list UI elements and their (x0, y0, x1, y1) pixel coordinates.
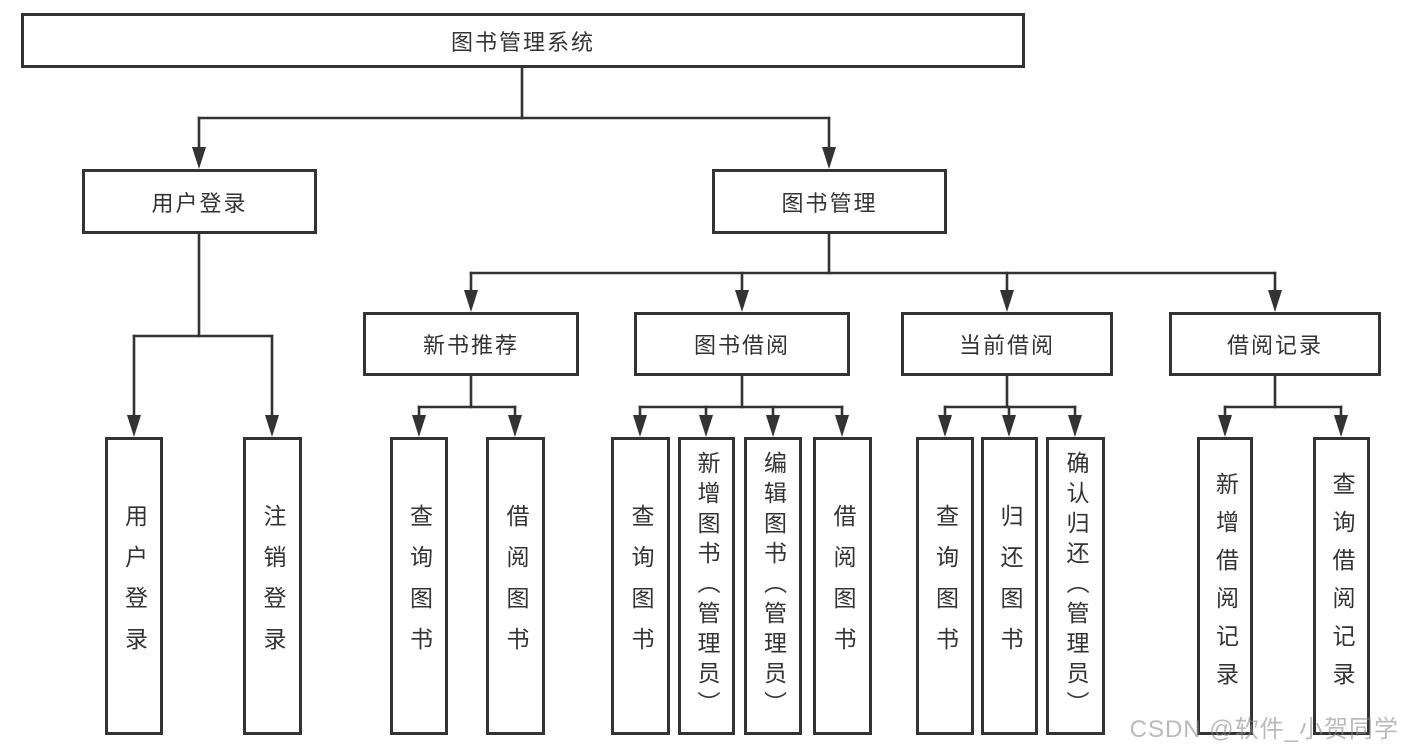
node-new-book-recommend-label: 新书推荐 (422, 333, 519, 358)
arrowhead-icon (1002, 415, 1016, 437)
node-book-borrow: 图书借阅 (634, 312, 850, 376)
node-leaf-confirm-return-admin-label: 确认归还（管理员） (1063, 451, 1089, 721)
connector-borrow-records-children (1218, 374, 1348, 437)
node-leaf-add-borrow-record: 新增借阅记录 (1197, 437, 1253, 735)
node-user-login: 用户登录 (82, 169, 317, 234)
arrowhead-icon (699, 415, 713, 437)
node-root: 图书管理系统 (21, 13, 1025, 68)
connector-book-management-children (464, 232, 1282, 312)
node-current-borrow-label: 当前借阅 (958, 333, 1055, 358)
node-leaf-return-book-label: 归还图书 (997, 504, 1023, 668)
node-leaf-add-borrow-record-label: 新增借阅记录 (1212, 472, 1239, 700)
connector-root-split (192, 66, 836, 169)
arrowhead-icon (1268, 290, 1282, 312)
connector-current-borrow-children (938, 374, 1082, 437)
node-leaf-logout: 注销登录 (243, 437, 302, 735)
arrowhead-icon (192, 147, 206, 169)
arrowhead-icon (464, 290, 478, 312)
arrowhead-icon (822, 147, 836, 169)
node-leaf-user-login: 用户登录 (105, 437, 163, 735)
node-leaf-query-borrow-record: 查询借阅记录 (1313, 437, 1370, 735)
node-user-login-label: 用户登录 (151, 190, 248, 216)
arrowhead-icon (127, 415, 141, 437)
arrowhead-icon (766, 415, 780, 437)
arrowhead-icon (1068, 415, 1082, 437)
node-leaf-query-books-current: 查询图书 (916, 437, 974, 735)
node-leaf-logout-label: 注销登录 (260, 504, 286, 668)
arrowhead-icon (412, 415, 426, 437)
csdn-watermark: CSDN @软件_小贺同学 (1129, 716, 1399, 743)
arrowhead-icon (735, 290, 749, 312)
node-leaf-return-book: 归还图书 (981, 437, 1038, 735)
arrowhead-icon (938, 415, 952, 437)
node-leaf-borrow-books-recommend: 借阅图书 (486, 437, 545, 735)
node-leaf-add-book-admin-label: 新增图书（管理员） (694, 451, 720, 721)
node-leaf-query-books-recommend-label: 查询图书 (406, 504, 433, 668)
node-new-book-recommend: 新书推荐 (363, 312, 579, 376)
node-leaf-query-books-recommend: 查询图书 (390, 437, 448, 735)
arrowhead-icon (1334, 415, 1348, 437)
node-leaf-borrow-books-borrow: 借阅图书 (813, 437, 872, 735)
node-leaf-edit-book-admin: 编辑图书（管理员） (744, 437, 802, 735)
connector-new-book-recommend-children (412, 374, 522, 437)
arrowhead-icon (508, 415, 522, 437)
arrowhead-icon (1000, 290, 1014, 312)
node-leaf-query-borrow-record-label: 查询借阅记录 (1329, 472, 1355, 700)
node-leaf-user-login-label: 用户登录 (121, 504, 148, 668)
node-book-management-label: 图书管理 (781, 190, 878, 216)
node-leaf-confirm-return-admin: 确认归还（管理员） (1046, 437, 1105, 735)
node-current-borrow: 当前借阅 (901, 312, 1113, 376)
node-leaf-add-book-admin: 新增图书（管理员） (678, 437, 735, 735)
connector-user-login-children (127, 232, 279, 437)
node-leaf-query-books-borrow: 查询图书 (611, 437, 670, 735)
arrowhead-icon (835, 415, 849, 437)
node-leaf-edit-book-admin-label: 编辑图书（管理员） (760, 451, 787, 721)
node-borrow-records: 借阅记录 (1169, 312, 1381, 376)
arrowhead-icon (265, 415, 279, 437)
arrowhead-icon (633, 415, 647, 437)
node-borrow-records-label: 借阅记录 (1226, 333, 1323, 358)
node-book-management: 图书管理 (712, 169, 947, 234)
node-leaf-query-books-current-label: 查询图书 (932, 504, 959, 668)
node-leaf-borrow-books-recommend-label: 借阅图书 (503, 504, 529, 668)
node-leaf-borrow-books-borrow-label: 借阅图书 (830, 504, 856, 668)
node-book-borrow-label: 图书借阅 (693, 333, 790, 358)
arrowhead-icon (1218, 415, 1232, 437)
node-leaf-query-books-borrow-label: 查询图书 (628, 504, 654, 668)
connector-book-borrow-children (633, 374, 849, 437)
node-root-label: 图书管理系统 (450, 29, 595, 55)
